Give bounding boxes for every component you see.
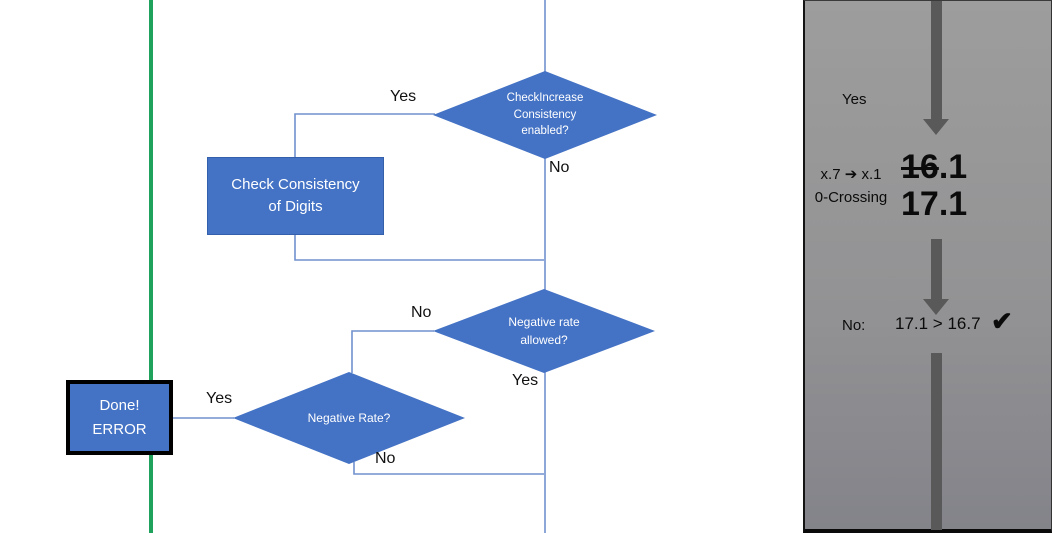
decision-check-increase-label: CheckIncrease Consistency enabled? [506,91,584,138]
edge-label-top-no: No [549,159,570,176]
edge-label-top-yes: Yes [390,88,417,105]
connector-no-return [353,462,544,475]
panel-no-label: No: [842,317,866,334]
edge-label-mid-no: No [411,304,432,321]
edge-label-done-yes: Yes [206,390,233,407]
old-value: 16.1 [901,148,968,186]
annotation-rule: 0-Crossing [814,188,888,206]
terminator-done-error: Done! ERROR [66,380,173,455]
side-panel: Yes x.7 ➔ x.1 0-Crossing 16.1 17.1 No: 1… [803,0,1052,533]
decision-negative-rate-allowed-label: Negative rate allowed? [508,315,580,347]
down-arrow-icon [931,353,942,530]
old-value-struck: 16 [901,148,939,186]
down-arrow-icon [931,239,942,299]
green-guide-line [149,0,153,533]
edge-label-bottom-no: No [375,450,396,467]
new-value: 17.1 [901,185,968,224]
panel-comparison: 17.1 > 16.7 [895,314,981,333]
down-arrow-icon [923,299,949,315]
connector-process-return [294,234,544,261]
process-check-consistency: Check Consistency of Digits [207,157,384,235]
panel-yes-label: Yes [842,91,867,108]
down-arrow-icon [931,1,942,119]
annotation-transition: x.7 ➔ x.1 [820,166,882,183]
panel-annotation: x.7 ➔ x.1 0-Crossing [805,164,897,209]
process-check-consistency-label: Check Consistency of Digits [231,175,360,216]
connector-no-to-negative-rate [351,330,434,373]
down-arrow-icon [923,119,949,135]
edge-label-mid-yes: Yes [512,372,539,389]
decision-negative-rate-label: Negative Rate? [307,411,391,425]
old-value-rest: .1 [938,148,968,186]
checkmark-icon: ✔ [991,306,1013,336]
terminator-done-error-label: Done! ERROR [92,397,147,438]
panel-values: 16.1 17.1 [901,148,968,224]
connector-yes-to-process [294,113,435,158]
